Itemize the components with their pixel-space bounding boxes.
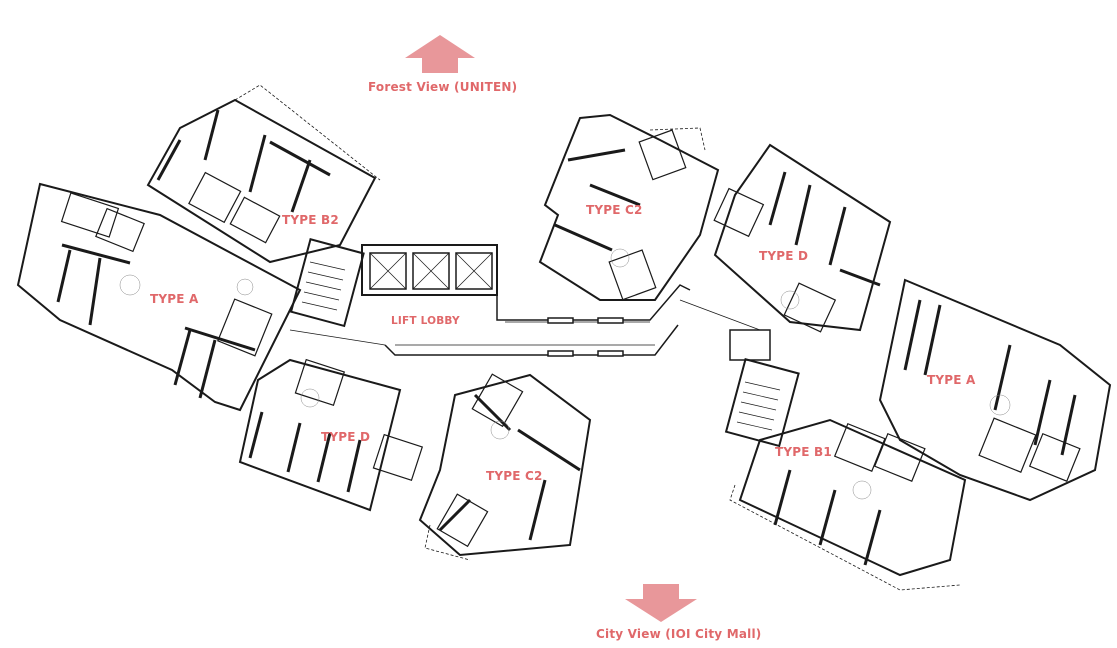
corridor <box>289 284 761 357</box>
unit-outline-type-b1 <box>738 418 967 577</box>
unit-label-type-a-right: TYPE A <box>927 373 976 387</box>
unit-outline-type-d-left <box>238 358 402 512</box>
forest-view-label: Forest View (UNITEN) <box>368 80 518 94</box>
left-wing <box>16 84 592 561</box>
unit-label-type-b1: TYPE B1 <box>775 445 832 459</box>
unit-outline-type-b2 <box>146 98 377 264</box>
right-wing <box>538 113 1112 591</box>
city-view-label: City View (IOI City Mall) <box>596 627 762 641</box>
north-arrow-icon <box>405 35 475 73</box>
stair-core-right <box>724 358 800 448</box>
stair-core-left <box>289 238 365 328</box>
unit-label-type-a-left: TYPE A <box>150 292 199 306</box>
unit-label-type-c2-bottom: TYPE C2 <box>486 469 543 483</box>
lift-core <box>361 244 498 296</box>
unit-outline-type-c2-top <box>538 113 720 301</box>
south-arrow-icon <box>625 584 697 622</box>
unit-label-type-b2: TYPE B2 <box>282 213 339 227</box>
unit-label-type-d-left: TYPE D <box>321 430 371 444</box>
unit-outline-type-a-left <box>16 182 302 412</box>
unit-label-type-c2-top: TYPE C2 <box>586 203 643 217</box>
unit-outline-type-c2-bottom <box>418 373 592 557</box>
unit-label-type-d-right: TYPE D <box>759 249 809 263</box>
unit-outline-type-a-right <box>878 278 1112 502</box>
unit-outline-type-d-right <box>713 143 892 332</box>
lift-lobby-label: LIFT LOBBY <box>391 315 460 327</box>
